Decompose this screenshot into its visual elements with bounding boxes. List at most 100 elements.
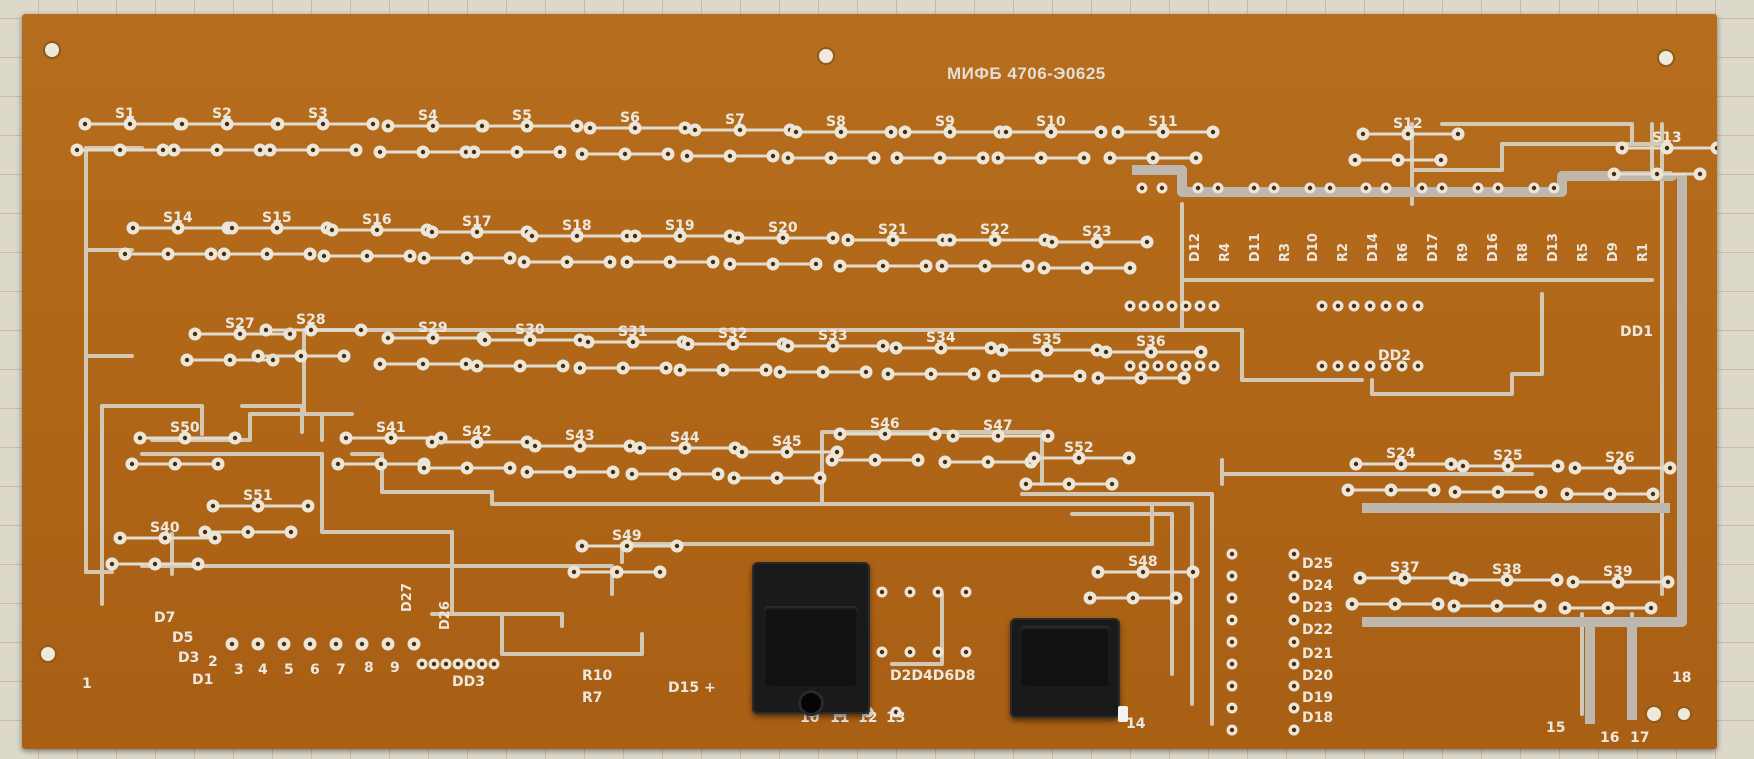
drill-hole: [1173, 595, 1179, 601]
drill-hole: [1271, 185, 1277, 191]
drill-hole: [627, 443, 633, 449]
drill-hole: [1229, 705, 1235, 711]
drill-hole: [915, 457, 921, 463]
drill-hole: [785, 343, 791, 349]
switch-label: S34: [926, 330, 956, 346]
drill-hole: [777, 369, 783, 375]
component-label: D7: [154, 610, 176, 626]
drill-hole: [171, 147, 177, 153]
drill-hole: [429, 439, 435, 445]
switch-label: S25: [1493, 448, 1523, 464]
component-label-vertical: D26: [438, 601, 453, 630]
drill-hole: [165, 251, 171, 257]
drill-hole: [257, 147, 263, 153]
drill-hole: [419, 661, 425, 667]
drill-hole: [430, 123, 436, 129]
drill-hole: [1094, 347, 1100, 353]
drill-hole: [720, 367, 726, 373]
drill-hole: [1155, 303, 1161, 309]
drill-hole: [421, 465, 427, 471]
switch-label: S2: [212, 106, 232, 122]
jack-hole: [798, 690, 824, 716]
switch-label: S14: [163, 210, 193, 226]
drill-hole: [780, 235, 786, 241]
drill-hole: [735, 235, 741, 241]
switch-label: S35: [1032, 332, 1062, 348]
drill-hole: [377, 149, 383, 155]
drill-hole: [1148, 349, 1154, 355]
solder-pad: [1710, 141, 1717, 155]
drill-hole: [888, 129, 894, 135]
drill-hole: [227, 357, 233, 363]
drill-hole: [364, 253, 370, 259]
drill-hole: [1127, 363, 1133, 369]
pin-number: 14: [1126, 716, 1146, 732]
component-label-vertical: R6: [1396, 242, 1411, 262]
drill-hole: [999, 347, 1005, 353]
drill-hole: [521, 259, 527, 265]
component-label-vertical: D10: [1306, 233, 1321, 262]
switch-label: S28: [296, 312, 326, 328]
drill-hole: [667, 259, 673, 265]
drill-hole: [474, 363, 480, 369]
drill-hole: [1291, 661, 1297, 667]
drill-hole: [1307, 185, 1313, 191]
drill-hole: [1605, 605, 1611, 611]
drill-hole: [879, 589, 885, 595]
drill-hole: [624, 259, 630, 265]
drill-hole: [255, 503, 261, 509]
switch-label: S48: [1128, 554, 1158, 570]
drill-hole: [1215, 185, 1221, 191]
drill-hole: [629, 471, 635, 477]
drill-hole: [1210, 129, 1216, 135]
drill-hole: [610, 469, 616, 475]
drill-hole: [117, 535, 123, 541]
drill-hole: [614, 569, 620, 575]
drill-hole: [305, 503, 311, 509]
drill-hole: [937, 155, 943, 161]
drill-hole: [1439, 185, 1445, 191]
drill-hole: [1335, 363, 1341, 369]
audio-jack-socket-left[interactable]: [752, 562, 870, 716]
component-label: D20: [1302, 668, 1334, 684]
component-label: D22: [1302, 622, 1334, 638]
drill-hole: [1665, 579, 1671, 585]
component-label-vertical: R4: [1218, 242, 1233, 262]
drill-hole: [430, 335, 436, 341]
component-label-vertical: R3: [1278, 242, 1293, 262]
drill-hole: [1229, 595, 1235, 601]
drill-hole: [455, 661, 461, 667]
switch-label: S47: [983, 418, 1013, 434]
switch-label: S27: [225, 316, 255, 332]
drill-hole: [1045, 433, 1051, 439]
switch-label: S42: [462, 424, 492, 440]
drill-hole: [1351, 303, 1357, 309]
component-label-vertical: D13: [1546, 233, 1561, 262]
drill-hole: [1087, 595, 1093, 601]
drill-hole: [467, 661, 473, 667]
drill-hole: [585, 339, 591, 345]
drill-hole: [1459, 577, 1465, 583]
drill-hole: [1388, 487, 1394, 493]
pin-number: 17: [1630, 730, 1650, 746]
switch-label: S19: [665, 218, 695, 234]
drill-hole: [863, 369, 869, 375]
drill-hole: [731, 475, 737, 481]
drill-hole: [1402, 575, 1408, 581]
switch-label: S41: [376, 420, 406, 436]
pin-number: 1: [82, 676, 92, 692]
drill-hole: [784, 449, 790, 455]
drill-hole: [321, 253, 327, 259]
pin-number: 11: [830, 710, 850, 726]
drill-hole: [127, 121, 133, 127]
drill-hole: [524, 123, 530, 129]
drill-hole: [267, 147, 273, 153]
drill-hole: [1650, 491, 1656, 497]
drill-hole: [1291, 551, 1297, 557]
drill-hole: [288, 529, 294, 535]
drill-hole: [1198, 349, 1204, 355]
audio-jack-socket-right[interactable]: [1010, 618, 1120, 718]
drill-hole: [1229, 661, 1235, 667]
component-label-vertical: D11: [1248, 233, 1263, 262]
drill-hole: [845, 237, 851, 243]
